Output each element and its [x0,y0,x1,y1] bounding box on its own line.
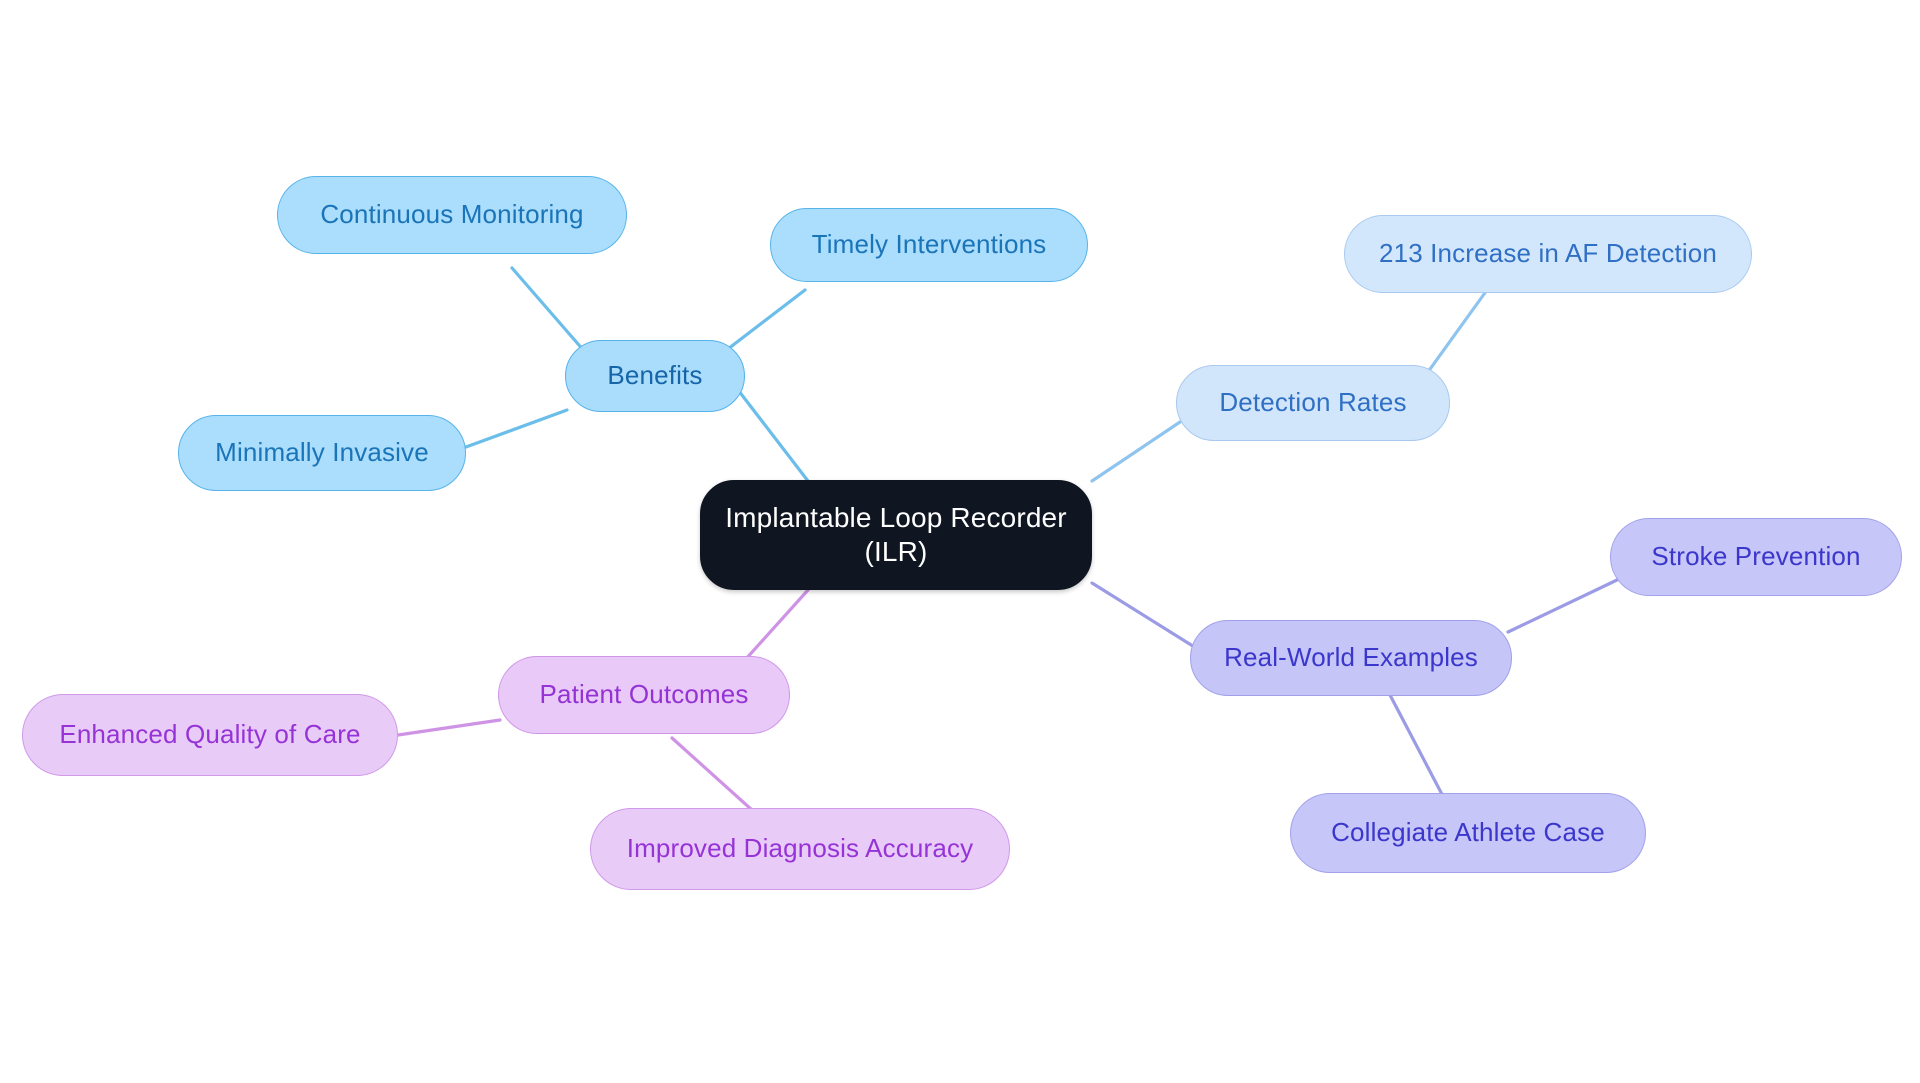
edge-root-to-real-world-examples [1090,581,1198,650]
edge-benefits-to-continuous-monitoring [510,266,587,354]
node-leaf-enhanced-quality-of-care[interactable]: Enhanced Quality of Care [22,694,398,776]
node-leaf-improved-diagnosis-accuracy[interactable]: Improved Diagnosis Accuracy [590,808,1010,890]
edge-real-world-to-stroke-prevention [1506,578,1619,634]
node-leaf-minimally-invasive[interactable]: Minimally Invasive [178,415,466,491]
edge-root-to-benefits [733,384,810,483]
node-branch-benefits[interactable]: Benefits [565,340,745,412]
node-leaf-af-detection-increase[interactable]: 213 Increase in AF Detection [1344,215,1752,293]
node-leaf-timely-interventions[interactable]: Timely Interventions [770,208,1088,282]
node-leaf-collegiate-athlete-case[interactable]: Collegiate Athlete Case [1290,793,1646,873]
node-leaf-stroke-prevention[interactable]: Stroke Prevention [1610,518,1902,596]
node-branch-patient-outcomes[interactable]: Patient Outcomes [498,656,790,734]
edge-real-world-to-collegiate-athlete-case [1388,693,1448,804]
edge-patient-outcomes-to-enhanced-quality [396,718,502,737]
node-branch-real-world-examples[interactable]: Real-World Examples [1190,620,1512,696]
edge-patient-outcomes-to-improved-diagnosis [670,736,754,812]
node-branch-detection-rates[interactable]: Detection Rates [1176,365,1450,441]
edge-benefits-to-timely-interventions [722,288,807,354]
edge-benefits-to-minimally-invasive [464,408,569,449]
node-leaf-continuous-monitoring[interactable]: Continuous Monitoring [277,176,627,254]
edge-root-to-detection-rates [1090,420,1182,483]
node-root-implantable-loop-recorder[interactable]: Implantable Loop Recorder (ILR) [700,480,1092,590]
